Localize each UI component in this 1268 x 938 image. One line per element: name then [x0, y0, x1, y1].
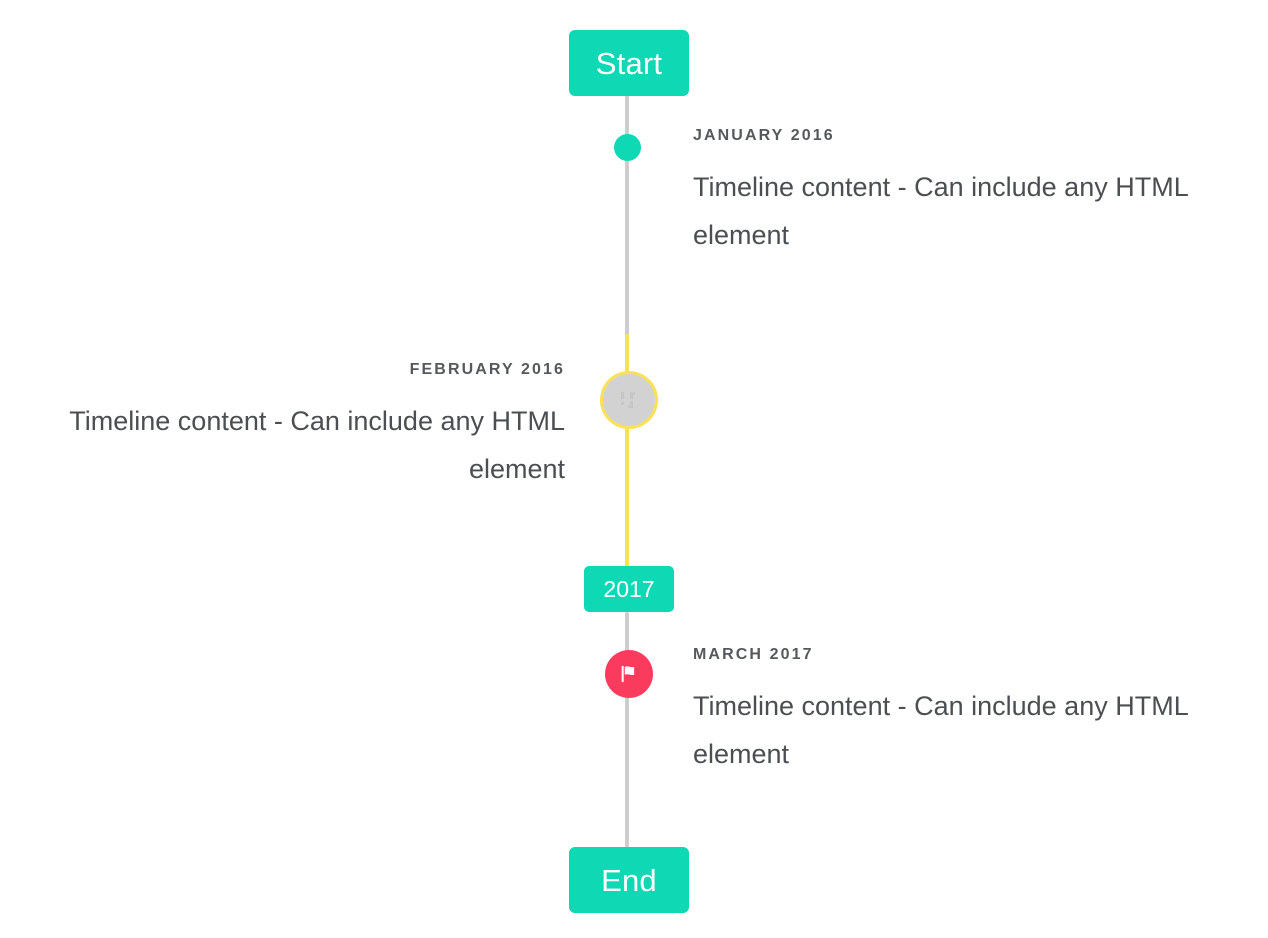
timeline-event-body: FEBRUARY 2016 Timeline content - Can inc…: [40, 360, 565, 493]
timeline-event-date: FEBRUARY 2016: [409, 361, 565, 378]
timeline-marker-dot-icon[interactable]: [614, 134, 641, 161]
timeline-rail-segment-active: [625, 334, 629, 570]
timeline-marker-broken-image-icon[interactable]: [600, 371, 658, 429]
timeline-event-body: MARCH 2017 Timeline content - Can includ…: [693, 645, 1218, 778]
timeline-event-body: JANUARY 2016 Timeline content - Can incl…: [693, 126, 1218, 259]
timeline-year-badge[interactable]: 2017: [584, 566, 674, 612]
flag-icon: [621, 665, 635, 683]
timeline-rail-segment-top: [625, 86, 629, 338]
timeline-event-date: JANUARY 2016: [693, 127, 835, 144]
timeline-marker-flag-icon[interactable]: [605, 650, 653, 698]
broken-image-icon: [620, 391, 638, 409]
timeline-start-badge[interactable]: Start: [569, 30, 689, 96]
timeline-event-text: Timeline content - Can include any HTML …: [693, 691, 1188, 770]
timeline-event-text: Timeline content - Can include any HTML …: [69, 406, 565, 485]
timeline-event-date: MARCH 2017: [693, 646, 814, 663]
timeline-rail-segment-bottom: [625, 612, 629, 855]
timeline-event-text: Timeline content - Can include any HTML …: [693, 172, 1188, 251]
timeline-end-badge[interactable]: End: [569, 847, 689, 913]
